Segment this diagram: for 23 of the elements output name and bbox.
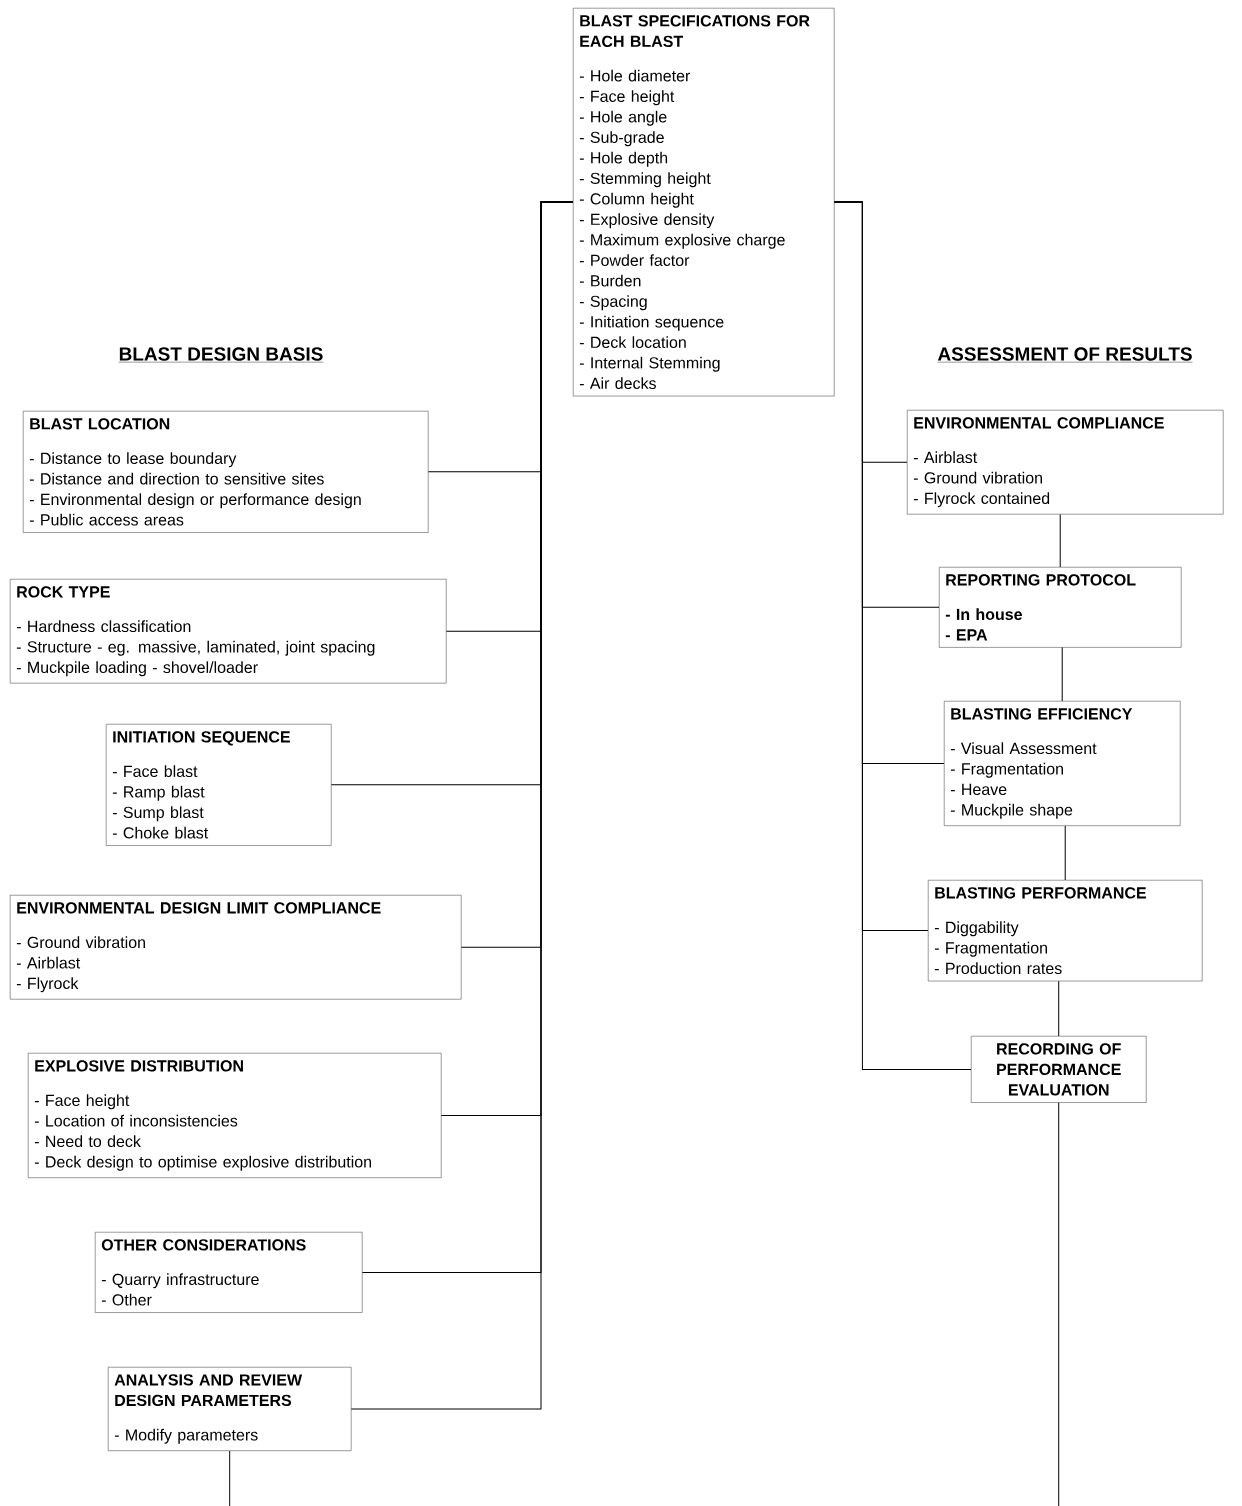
connector-line: [1058, 1102, 1060, 1506]
process-box: BLAST SPECIFICATIONS FOR EACH BLAST - Hole diameter - Face height - Hole angle - Sub-grade - Hole depth - Stemming height - Column height - Explosive density - Maximum explosive charge - Powder factor - Burden - Spacing - Initiation sequence - Deck location - Internal Stemming - Air decks: [573, 8, 835, 397]
section-heading: BLAST DESIGN BASIS: [118, 347, 324, 363]
connector-line: [833, 201, 972, 1070]
process-box: ROCK TYPE - Hardness classification - Structure - eg. massive, laminated, joint spacing - Muckpile loading - shovel/loader: [10, 579, 447, 684]
process-box: ENVIRONMENTAL DESIGN LIMIT COMPLIANCE - Ground vibration - Airblast - Flyrock: [10, 895, 462, 1000]
process-box: BLAST LOCATION - Distance to lease boundary - Distance and direction to sensitive sites - Environmental design or performance design - Public access areas: [23, 411, 429, 533]
process-box: BLASTING EFFICIENCY - Visual Assessment - Fragmentation - Heave - Muckpile shape: [944, 701, 1181, 826]
connector-line: [229, 1450, 231, 1506]
process-box: RECORDING OF PERFORMANCE EVALUATION: [971, 1036, 1147, 1103]
process-box: ANALYSIS AND REVIEW DESIGN PARAMETERS - Modify parameters: [108, 1367, 352, 1451]
section-heading: ASSESSMENT OF RESULTS: [937, 347, 1193, 363]
process-box: INITIATION SEQUENCE - Face blast - Ramp blast - Sump blast - Choke blast: [106, 724, 332, 846]
connector-line: [1058, 980, 1060, 1037]
process-box: BLASTING PERFORMANCE - Diggability - Fragmentation - Production rates: [928, 880, 1203, 982]
connector-line: [350, 201, 574, 1410]
connector-line: [1061, 647, 1063, 702]
process-box: OTHER CONSIDERATIONS - Quarry infrastructure - Other: [95, 1232, 363, 1313]
process-box: ENVIRONMENTAL COMPLIANCE - Airblast - Ground vibration - Flyrock contained: [907, 410, 1224, 515]
process-box: EXPLOSIVE DISTRIBUTION - Face height - Location of inconsistencies - Need to deck - Deck design to optimise explosive distribution: [28, 1053, 442, 1178]
process-box: REPORTING PROTOCOL - In house - EPA: [939, 567, 1182, 648]
connector-line: [1064, 825, 1066, 881]
connector-line: [1059, 513, 1061, 568]
